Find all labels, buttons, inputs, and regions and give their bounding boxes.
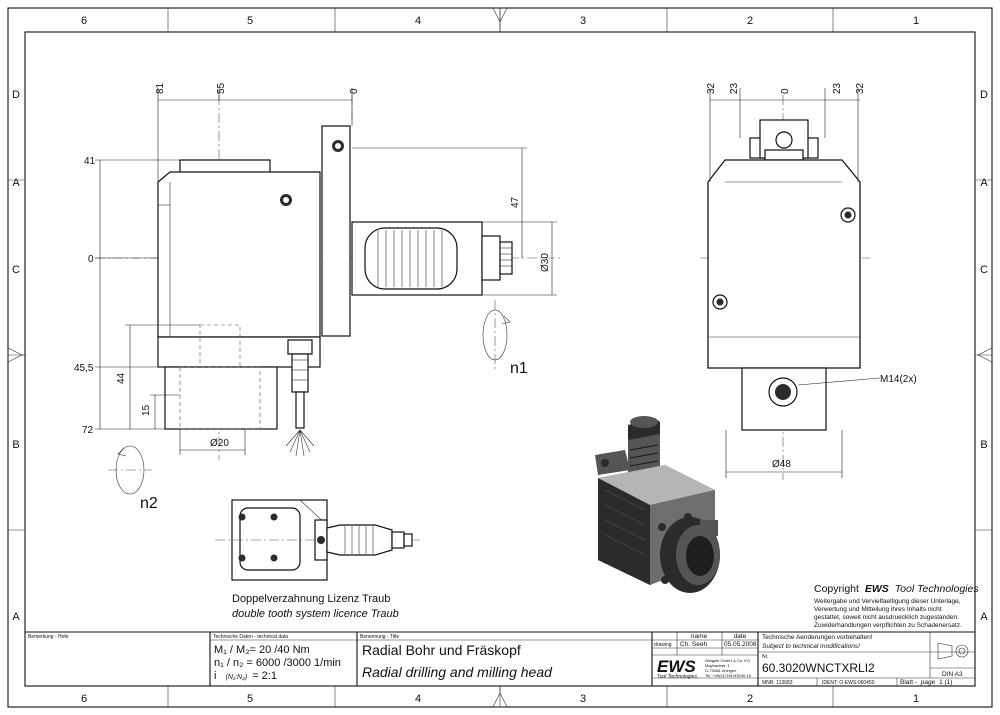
copyright-line-1: Weitergabe und Vervielfaeltigung dieser …	[814, 598, 961, 605]
front-dim-23-left: 23	[729, 82, 740, 94]
number-label: Nr.	[762, 654, 768, 660]
dim-0-left: 0	[88, 254, 94, 265]
notice-de: Technische Aenderungen vorbehalten!	[762, 634, 873, 641]
notice-en: Subject to technical modifications!	[762, 643, 860, 650]
dim-0-top: 0	[349, 88, 360, 94]
address-line-3: D-73066 Uhingen	[705, 668, 736, 673]
paper-format: DIN A3	[942, 671, 963, 678]
front-view: M14(2x)	[700, 95, 917, 480]
plan-caption-de: Doppelverzahnung Lizenz Traub	[232, 593, 390, 605]
dim-15: 15	[141, 404, 152, 416]
dim-47: 47	[510, 196, 521, 208]
copyright-line-3: gestattet, soweit nicht ausdruecklich zu…	[814, 614, 959, 621]
svg-text:Copyright EWS Tool: Copyright EWS Tool Technologies	[814, 583, 979, 595]
dim-dia-20: Ø20	[210, 438, 229, 449]
zone-row-left-c: C	[12, 264, 20, 276]
side-view-dimensions: 81 55 0 41 0 45,5 44 15 72 47 Ø30 Ø20	[74, 82, 557, 455]
projection-symbol-icon	[937, 642, 969, 660]
drawing-frame	[7, 7, 993, 708]
copyright-notice: Copyright EWS Tool Technologies Weiterga…	[814, 583, 979, 629]
sheet-value: 1 (1)	[939, 679, 952, 686]
col-date: date	[734, 633, 747, 640]
svg-text:Blatt - page 1 (1): Blatt - page 1 (1)	[900, 679, 952, 686]
tech-ratio-sub: (N₁:N₂)	[226, 674, 248, 681]
zone-col-bottom-4: 4	[415, 693, 421, 705]
front-dim-23-right: 23	[832, 82, 843, 94]
copyright-brand: EWS	[865, 583, 889, 595]
copyright-line-4: Zuwiderhandlungen verpflichten zu Schade…	[814, 622, 962, 629]
title-block: Bemerkung - Hofe Technische Daten - tech…	[25, 631, 975, 686]
svg-text:i (N₁:N₂) = 2:1: i (N₁:N₂) = 2:1	[214, 670, 277, 682]
address-line-4: Tel. +49(0)7161/93040-10	[705, 673, 752, 678]
dim-44: 44	[116, 372, 127, 384]
drawn-by: Ch. Seeh	[680, 641, 707, 648]
zone-row-left-a: A	[12, 611, 20, 623]
dim-41: 41	[84, 156, 96, 167]
ident-number: IDENT: O-EWS-060450	[822, 680, 875, 686]
n2-label: n2	[140, 495, 158, 512]
plan-view: Doppelverzahnung Lizenz Traub double too…	[215, 499, 420, 620]
mnr-number: MNR: 113683	[762, 680, 793, 686]
front-dim-32-left: 32	[706, 82, 717, 94]
zone-col-top-3: 3	[580, 15, 586, 27]
tech-data-label: Technische Daten - technical data	[213, 634, 288, 640]
sheet-label-en: page	[920, 679, 936, 686]
zone-row-right-a: A	[980, 611, 988, 623]
plan-caption-en: double tooth system licence Traub	[232, 608, 399, 620]
title-en: Radial drilling and milling head	[362, 664, 553, 680]
col-name: name	[691, 633, 708, 640]
front-dim-0: 0	[780, 88, 791, 94]
copyright-prefix: Copyright	[814, 583, 859, 595]
zone-row-right-a-mid: A	[980, 177, 988, 189]
zone-col-top-2: 2	[747, 15, 753, 27]
address-line-2: Maybachstr. 1	[705, 663, 731, 668]
title-de: Radial Bohr und Fräskopf	[362, 642, 521, 658]
zone-col-top-6: 6	[81, 15, 87, 27]
row-drawing: drawing	[654, 642, 672, 648]
zone-row-left-a-mid: A	[12, 177, 20, 189]
zone-row-right-b: B	[980, 439, 987, 451]
n1-label: n1	[510, 360, 528, 377]
remarks-label: Bemerkung - Hofe	[28, 634, 69, 640]
ews-logo: EWS	[657, 657, 696, 676]
zone-col-bottom-1: 1	[913, 693, 919, 705]
tech-ratio-i: i	[214, 670, 216, 682]
front-view-dimensions: 32 23 0 23 32 Ø48	[706, 82, 866, 478]
zone-col-top-4: 4	[415, 15, 421, 27]
dim-55: 55	[216, 82, 227, 94]
copyright-line-2: Verwertung und Mitteilung ihres Inhalts …	[814, 606, 942, 613]
dim-81: 81	[155, 82, 166, 94]
designation-label: Benennung - Title	[360, 634, 399, 640]
zone-row-right-d: D	[980, 89, 988, 101]
copyright-suffix: Tool Technologies	[895, 583, 980, 595]
zone-row-left-d: D	[12, 89, 20, 101]
zone-labels: 6 5 4 3 2 1 6 5 4 3 2 1 D C B A D C B A	[12, 15, 988, 705]
zone-col-bottom-2: 2	[747, 693, 753, 705]
zone-col-bottom-5: 5	[247, 693, 253, 705]
dim-72: 72	[82, 425, 94, 436]
address-line-1: Weigele GmbH & Co. KG	[705, 658, 750, 663]
tech-ratio-value: = 2:1	[252, 670, 277, 682]
zone-row-right-c: C	[980, 264, 988, 276]
tech-torque: M₁ / M₂= 20 /40 Nm	[214, 644, 310, 656]
zone-row-left-b: B	[12, 439, 19, 451]
front-dim-32-right: 32	[855, 82, 866, 94]
tech-speed: n₁ / n₂ = 6000 /3000 1/min	[214, 657, 341, 669]
zone-col-bottom-3: 3	[580, 693, 586, 705]
thread-m14: M14(2x)	[880, 374, 917, 385]
isometric-render	[595, 416, 720, 593]
zone-col-top-1: 1	[913, 15, 919, 27]
zone-col-top-5: 5	[247, 15, 253, 27]
ews-logo-sub: Tool Technologies	[657, 674, 697, 680]
zone-col-bottom-6: 6	[81, 693, 87, 705]
side-view: n1 n2	[95, 95, 560, 512]
front-dim-dia-48: Ø48	[772, 459, 791, 470]
dim-45-5: 45,5	[74, 363, 94, 374]
part-number: 60.3020WNCTXRLI2	[762, 661, 875, 675]
sheet-label: Blatt -	[900, 679, 917, 686]
drawn-date: 05.05.2008	[724, 641, 757, 648]
dim-dia-30: Ø30	[540, 253, 551, 272]
